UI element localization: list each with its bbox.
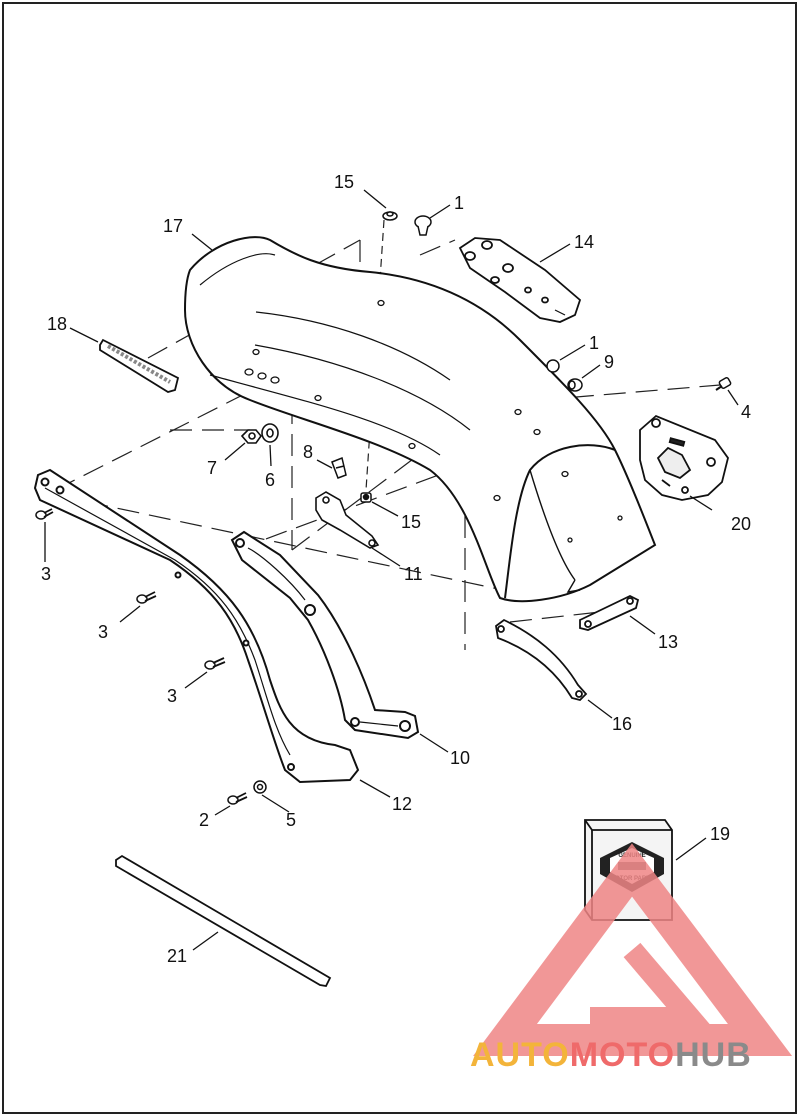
plug-top — [414, 215, 432, 236]
strap-13 — [579, 594, 640, 631]
clip-8 — [331, 456, 347, 479]
watermark-logo — [473, 843, 793, 1056]
watermark-hub: HUB — [675, 1036, 752, 1074]
callout-3-a: 3 — [41, 564, 51, 584]
callout-1-mid: 1 — [589, 333, 599, 353]
callout-8: 8 — [303, 442, 313, 462]
callout-10: 10 — [450, 748, 470, 768]
fender-holes — [244, 299, 623, 543]
strut-10 — [230, 530, 420, 740]
strut-12 — [33, 468, 360, 784]
plug-mid — [546, 359, 560, 373]
callout-3-c: 3 — [167, 686, 177, 706]
callout-15-top: 15 — [334, 172, 354, 192]
screw-3c — [204, 657, 226, 670]
callout-11: 11 — [404, 564, 423, 584]
bracket-11 — [315, 491, 380, 549]
fender-pad — [458, 237, 582, 323]
speed-nut-lower — [360, 492, 372, 503]
leader-lines — [44, 189, 739, 951]
washer-6 — [261, 423, 279, 443]
watermark-text: AUTOMOTOHUB — [470, 1036, 752, 1074]
watermark-moto: MOTO — [570, 1036, 675, 1074]
callout-6: 6 — [265, 470, 275, 490]
watermark-auto: AUTO — [470, 1036, 570, 1074]
callout-16: 16 — [612, 714, 632, 734]
callout-18: 18 — [47, 314, 67, 334]
callout-4: 4 — [741, 402, 751, 422]
callout-3-b: 3 — [98, 622, 108, 642]
license-bracket — [639, 414, 729, 501]
callout-1-top: 1 — [454, 193, 464, 213]
callout-2: 2 — [199, 810, 209, 830]
reflector-strip — [99, 338, 180, 393]
callout-14: 14 — [574, 232, 594, 252]
callout-5: 5 — [286, 810, 296, 830]
speed-nut-top — [382, 211, 398, 221]
plug-9 — [567, 378, 583, 392]
screw-3b — [136, 591, 157, 604]
callout-15-lower: 15 — [401, 512, 421, 532]
brace-16 — [495, 618, 588, 701]
screw-2 — [227, 792, 248, 805]
screw-4 — [715, 377, 732, 391]
callout-17: 17 — [163, 216, 183, 236]
callout-19: 19 — [710, 824, 730, 844]
callout-9: 9 — [604, 352, 614, 372]
callout-7: 7 — [207, 458, 217, 478]
screw-3a — [35, 508, 54, 520]
trim-strip-21 — [115, 854, 332, 987]
callout-21: 21 — [167, 946, 187, 966]
rear-fender — [183, 236, 657, 603]
callout-numbers: 15 1 17 14 18 1 9 4 7 6 8 15 20 3 11 3 1… — [41, 172, 751, 966]
callout-13: 13 — [658, 632, 678, 652]
callout-12: 12 — [392, 794, 412, 814]
nut-7 — [240, 429, 263, 444]
washer-5 — [253, 780, 267, 794]
callout-20: 20 — [731, 514, 751, 534]
